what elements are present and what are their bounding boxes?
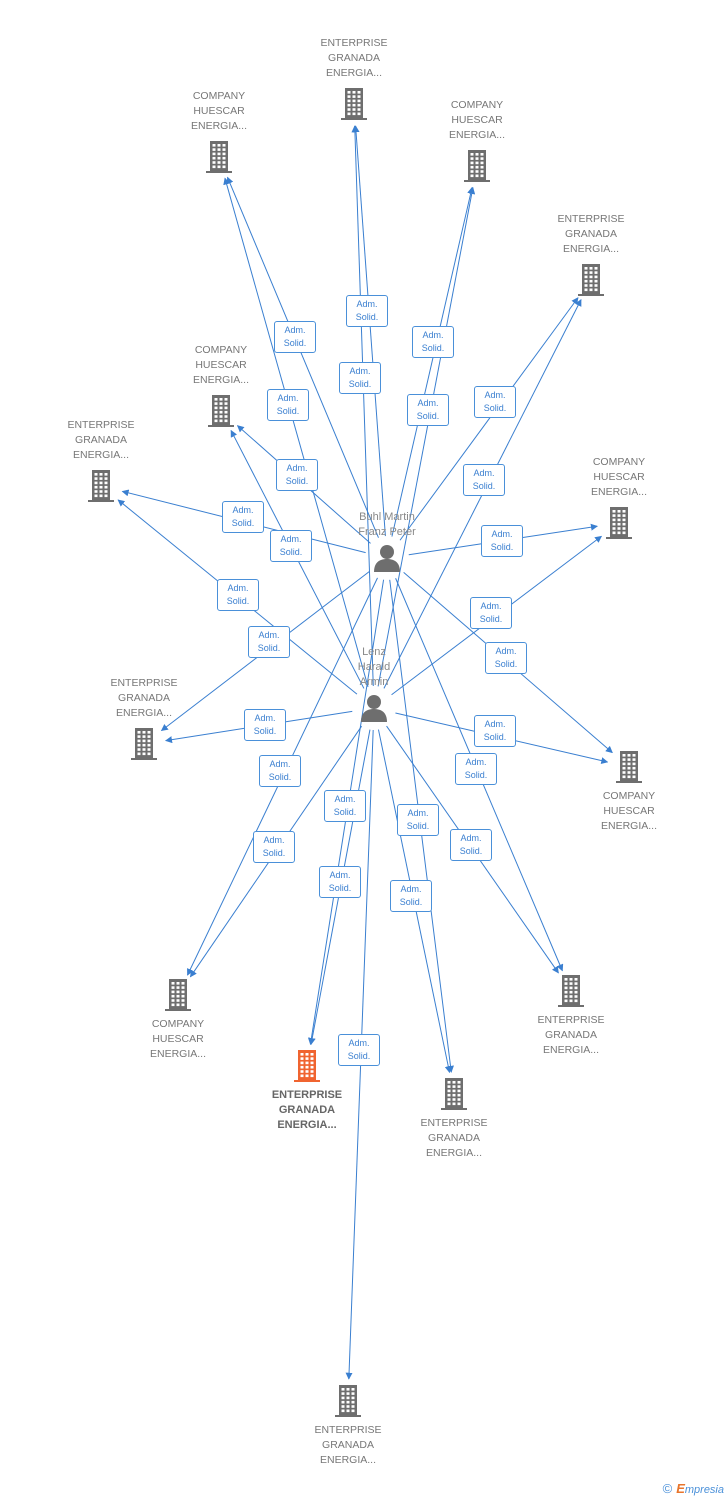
footer-brand: ©Empresia — [663, 1481, 724, 1496]
company-label[interactable]: ENTERPRISE GRANADA ENERGIA... — [271, 1089, 343, 1131]
relation-edge-p2-c3 — [377, 186, 476, 687]
relation-edge-p1-c4 — [399, 297, 579, 541]
building-icon — [606, 507, 632, 539]
relation-label[interactable]: Adm. Solid. — [390, 880, 432, 912]
person-label[interactable]: Lenz Harald Armin — [357, 646, 391, 688]
company-label[interactable]: COMPANY HUESCAR ENERGIA... — [448, 99, 505, 141]
building-icon — [165, 979, 191, 1011]
relation-label[interactable]: Adm. Solid. — [463, 464, 505, 496]
company-label[interactable]: ENTERPRISE GRANADA ENERGIA... — [314, 1424, 382, 1466]
relation-label[interactable]: Adm. Solid. — [276, 459, 318, 491]
relation-label[interactable]: Adm. Solid. — [244, 709, 286, 741]
building-icon — [208, 395, 234, 427]
company-node-c2[interactable] — [203, 140, 235, 179]
building-icon — [464, 150, 490, 182]
building-icon — [441, 1078, 467, 1110]
relation-label[interactable]: Adm. Solid. — [450, 829, 492, 861]
relation-label[interactable]: Adm. Solid. — [248, 626, 290, 658]
company-node-c4[interactable] — [575, 263, 607, 302]
company-node-c14[interactable] — [332, 1384, 364, 1423]
company-label[interactable]: COMPANY HUESCAR ENERGIA... — [149, 1018, 206, 1060]
relation-label[interactable]: Adm. Solid. — [339, 362, 381, 394]
company-node-c11[interactable] — [555, 974, 587, 1013]
person-icon — [361, 695, 387, 722]
relation-label[interactable]: Adm. Solid. — [474, 715, 516, 747]
company-label[interactable]: ENTERPRISE GRANADA ENERGIA... — [110, 677, 178, 719]
building-icon — [294, 1050, 320, 1082]
person-label[interactable]: Buhl Martin Franz Peter — [358, 511, 416, 538]
company-label[interactable]: COMPANY HUESCAR ENERGIA... — [192, 344, 249, 386]
building-icon — [616, 751, 642, 783]
relation-label[interactable]: Adm. Solid. — [259, 755, 301, 787]
company-label[interactable]: COMPANY HUESCAR ENERGIA... — [190, 90, 247, 132]
relation-label[interactable]: Adm. Solid. — [267, 389, 309, 421]
building-icon — [335, 1385, 361, 1417]
company-node-c6[interactable] — [85, 469, 117, 508]
relation-edge-p1-c2 — [226, 176, 379, 538]
building-icon — [88, 470, 114, 502]
relation-label[interactable]: Adm. Solid. — [397, 804, 439, 836]
company-node-c10[interactable] — [162, 978, 194, 1017]
relation-label[interactable]: Adm. Solid. — [253, 831, 295, 863]
company-node-c9[interactable] — [613, 750, 645, 789]
relation-label[interactable]: Adm. Solid. — [319, 866, 361, 898]
company-node-c1[interactable] — [338, 87, 370, 126]
company-label[interactable]: ENTERPRISE GRANADA ENERGIA... — [67, 419, 135, 461]
brand-name: mpresia — [684, 1484, 724, 1496]
relation-edge-p2-c2 — [223, 177, 369, 687]
relation-label[interactable]: Adm. Solid. — [338, 1034, 380, 1066]
copyright-symbol: © — [662, 1481, 673, 1496]
relation-label[interactable]: Adm. Solid. — [274, 321, 316, 353]
relation-label[interactable]: Adm. Solid. — [485, 642, 527, 674]
company-label[interactable]: COMPANY HUESCAR ENERGIA... — [600, 790, 657, 832]
company-node-c12[interactable] — [291, 1049, 323, 1088]
relation-label[interactable]: Adm. Solid. — [270, 530, 312, 562]
relation-label[interactable]: Adm. Solid. — [412, 326, 454, 358]
person-node-p2[interactable] — [359, 693, 389, 728]
building-icon — [341, 88, 367, 120]
company-label[interactable]: ENTERPRISE GRANADA ENERGIA... — [320, 37, 388, 79]
person-node-p1[interactable] — [372, 543, 402, 578]
company-label[interactable]: ENTERPRISE GRANADA ENERGIA... — [537, 1014, 605, 1056]
relation-label[interactable]: Adm. Solid. — [222, 501, 264, 533]
company-node-c8[interactable] — [128, 727, 160, 766]
company-label[interactable]: ENTERPRISE GRANADA ENERGIA... — [557, 213, 625, 255]
relation-edge-p1-c3 — [391, 186, 475, 537]
building-icon — [558, 975, 584, 1007]
relation-label[interactable]: Adm. Solid. — [324, 790, 366, 822]
relation-label[interactable]: Adm. Solid. — [407, 394, 449, 426]
relation-edge-p2-c1 — [351, 125, 374, 687]
building-icon — [578, 264, 604, 296]
relation-label[interactable]: Adm. Solid. — [474, 386, 516, 418]
building-icon — [131, 728, 157, 760]
company-node-c5[interactable] — [205, 394, 237, 433]
relation-edge-p1-c1 — [352, 125, 386, 537]
relation-label[interactable]: Adm. Solid. — [346, 295, 388, 327]
relation-label[interactable]: Adm. Solid. — [455, 753, 497, 785]
relation-label[interactable]: Adm. Solid. — [481, 525, 523, 557]
brand-initial: E — [676, 1481, 685, 1496]
building-icon — [206, 141, 232, 173]
person-icon — [374, 545, 400, 572]
company-node-c13[interactable] — [438, 1077, 470, 1116]
company-node-c3[interactable] — [461, 149, 493, 188]
relation-label[interactable]: Adm. Solid. — [217, 579, 259, 611]
company-node-c7[interactable] — [603, 506, 635, 545]
company-label[interactable]: ENTERPRISE GRANADA ENERGIA... — [420, 1117, 488, 1159]
company-label[interactable]: COMPANY HUESCAR ENERGIA... — [590, 456, 647, 498]
relation-label[interactable]: Adm. Solid. — [470, 597, 512, 629]
